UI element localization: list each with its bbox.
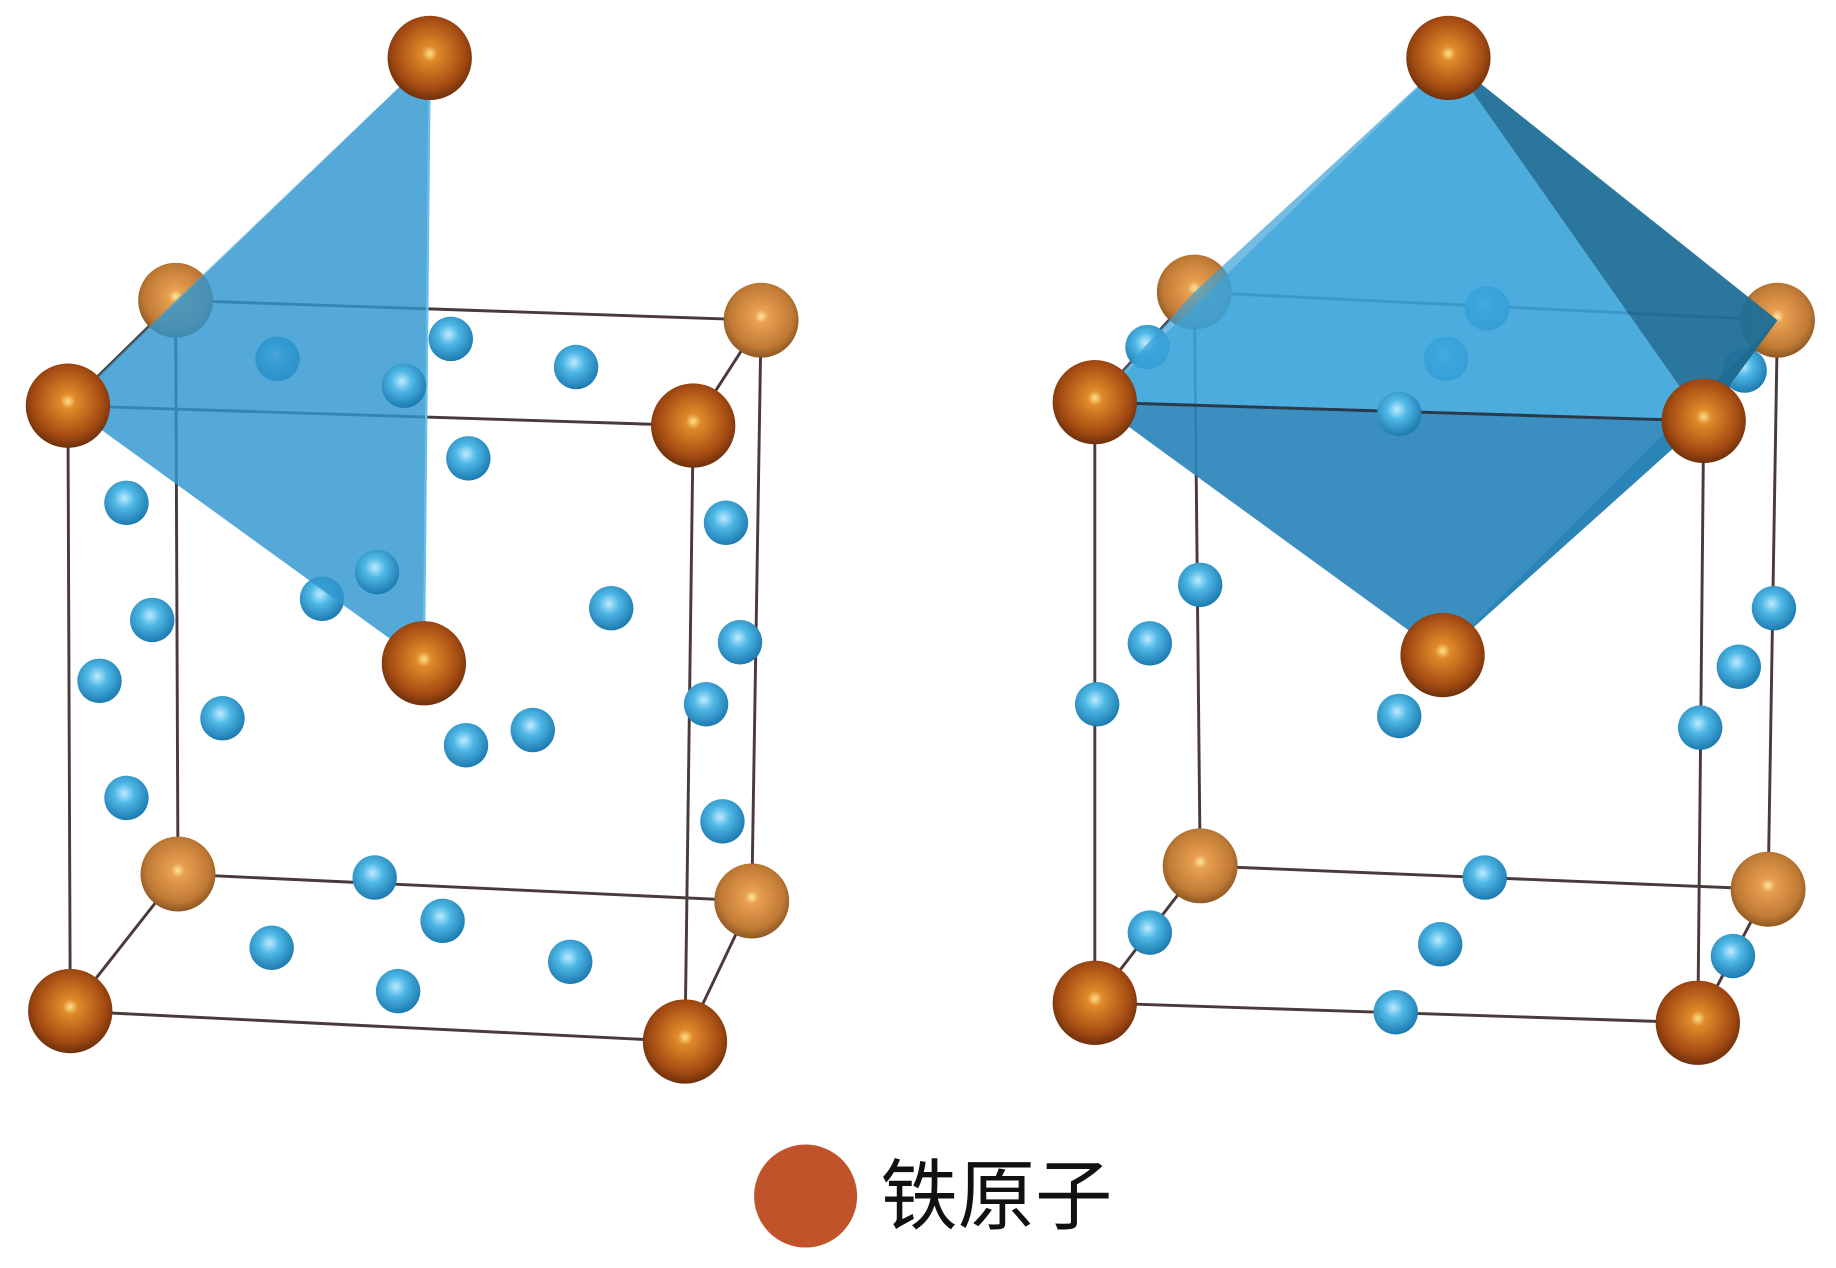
interstitial-atom [375, 968, 421, 1014]
iron-atom [1400, 612, 1485, 698]
interstitial-atom [1177, 562, 1223, 608]
interstitial-atom [703, 500, 749, 546]
iron-atom [1162, 828, 1238, 904]
cell-edge [66, 405, 72, 1012]
interstitial-atom [1373, 989, 1418, 1035]
interstitial-atom [717, 619, 763, 665]
iron-atom [1730, 851, 1806, 927]
interstitial-atom [510, 707, 556, 753]
interstitial-atom [1377, 391, 1422, 437]
interstitial-atom [1677, 705, 1723, 750]
iron-atom [387, 15, 472, 101]
interstitial-atom [1377, 693, 1422, 739]
iron-atom [1052, 360, 1137, 445]
iron-atom [25, 363, 111, 448]
interstitial-atom [104, 480, 149, 526]
interstitial-atom [588, 585, 634, 631]
front-atoms [25, 15, 1746, 1084]
iron-atom [723, 282, 799, 358]
octahedron-face [1448, 57, 1778, 421]
octahedron-face [1094, 402, 1704, 656]
interstitial-atom [1127, 910, 1173, 955]
interstitial-atom [1710, 933, 1756, 979]
interstitial-atom [77, 658, 122, 704]
interstitial-atom [129, 597, 175, 643]
iron-atom [1655, 980, 1740, 1065]
iron-atom [651, 383, 736, 468]
interstitial-atom [683, 682, 729, 727]
interstitial-atom [446, 436, 491, 481]
interstitial-atom [354, 549, 400, 595]
tetrahedron-edge [422, 57, 431, 664]
interstitial-atom [1462, 855, 1507, 900]
interstitial-atom [443, 722, 489, 768]
iron-atom [714, 863, 790, 939]
interstitial-atom [420, 898, 465, 944]
interstitial-atom [428, 316, 474, 362]
interstitial-atom [352, 855, 397, 900]
iron-atom [381, 621, 467, 706]
interstitial-atom [1074, 682, 1120, 727]
polyhedra [67, 57, 1778, 664]
iron-atom [1406, 15, 1491, 101]
interstitial-atom [1417, 922, 1463, 967]
iron-atom [1661, 378, 1746, 464]
legend-iron-atom-swatch [754, 1144, 858, 1248]
legend: 铁原子 [754, 1144, 1113, 1248]
interstitial-atom [547, 939, 593, 985]
interstitial-atom [700, 799, 745, 844]
interstitial-atom [381, 363, 427, 409]
cell-edge [683, 425, 695, 1042]
interstitial-atom [104, 775, 149, 821]
interstitial-atom [200, 696, 245, 741]
iron-atom [28, 968, 113, 1054]
interstitial-atom [1716, 644, 1762, 690]
cell-edge [70, 1009, 686, 1043]
octahedron-face [1094, 57, 1704, 421]
interstitial-atom [249, 925, 294, 971]
iron-atom [642, 999, 728, 1084]
interstitial-atom [553, 344, 599, 390]
cell-edge [750, 320, 763, 901]
interstitial-atom [1127, 621, 1173, 666]
iron-atom [1052, 960, 1137, 1045]
iron-atom [140, 836, 216, 912]
tetrahedron-face [67, 57, 430, 664]
back-atoms [77, 254, 1815, 1035]
legend-label: 铁原子 [881, 1152, 1113, 1242]
interstitial-atom [1751, 585, 1797, 631]
cell-edge [177, 872, 752, 903]
